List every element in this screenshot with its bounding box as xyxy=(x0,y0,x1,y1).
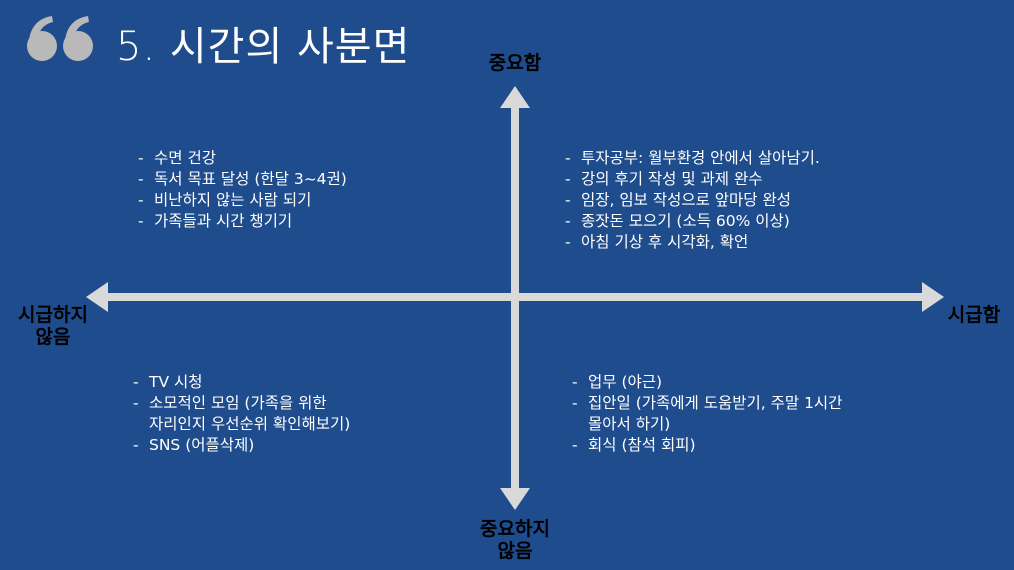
list-item: -TV 시청 xyxy=(133,373,203,391)
quote-icon xyxy=(27,16,93,61)
axis-label-urgent: 시급함 xyxy=(947,304,1001,326)
axis-label-important: 중요함 xyxy=(488,52,542,74)
arrow-down-icon xyxy=(500,488,530,510)
list-item: -아침 기상 후 시각화, 확언 xyxy=(565,233,749,251)
arrow-right-icon xyxy=(922,282,944,312)
quadrant-important-urgent: -투자공부: 월부환경 안에서 살아남기. -강의 후기 작성 및 과제 완수 … xyxy=(565,148,905,253)
quadrant-important-not-urgent: -수면 건강 -독서 목표 달성 (한달 3~4권) -비난하지 않는 사람 되… xyxy=(138,148,468,232)
list-item: -수면 건강 xyxy=(138,149,216,167)
list-item: -투자공부: 월부환경 안에서 살아남기. xyxy=(565,149,820,167)
list-item: -회식 (참석 회피) xyxy=(572,436,696,454)
horizontal-axis-line xyxy=(104,293,922,301)
list-item: -업무 (야근) xyxy=(572,373,663,391)
axis-label-not-urgent: 시급하지 않음 xyxy=(18,304,88,348)
list-item: -임장, 임보 작성으로 앞마당 완성 xyxy=(565,191,792,209)
list-item: -SNS (어플삭제) xyxy=(133,436,255,454)
arrow-left-icon xyxy=(86,282,108,312)
page-title: 5. 시간의 사분면 xyxy=(116,24,411,70)
list-item: -독서 목표 달성 (한달 3~4권) xyxy=(138,170,347,188)
list-item: -강의 후기 작성 및 과제 완수 xyxy=(565,170,763,188)
axis-label-not-important: 중요하지 않음 xyxy=(480,518,550,562)
list-item: -종잣돈 모으기 (소득 60% 이상) xyxy=(565,212,790,230)
list-item: -비난하지 않는 사람 되기 xyxy=(138,191,312,209)
list-item: -가족들과 시간 챙기기 xyxy=(138,212,293,230)
arrow-up-icon xyxy=(500,86,530,108)
